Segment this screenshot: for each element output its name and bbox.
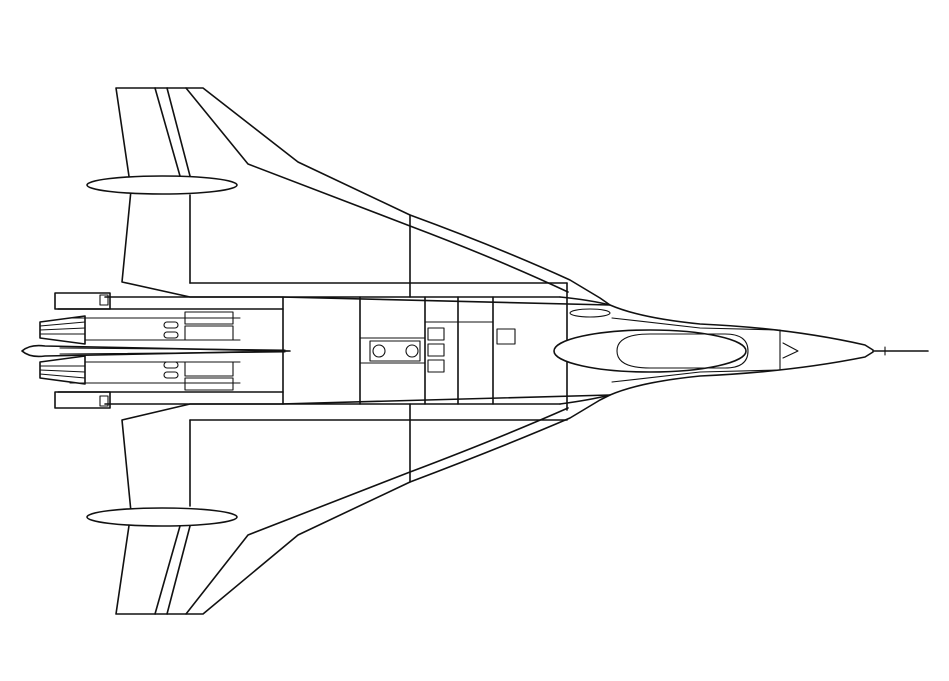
- nose-inner-line-top: [611, 317, 781, 331]
- engine-panel-2: [184, 325, 234, 341]
- upper-wing: [86, 87, 611, 411]
- engine-slot-3: [163, 361, 179, 369]
- nose-tip-marker: [782, 342, 799, 359]
- fuselage: [104, 296, 561, 405]
- lower-rail-tab: [99, 395, 109, 407]
- lower-wing-outline: [115, 394, 611, 615]
- lower-nozzle-petal-2: [39, 369, 86, 373]
- panel-dial-frame: [369, 340, 421, 362]
- canopy-outer: [553, 329, 747, 373]
- canopy-frame: [616, 333, 749, 369]
- lower-wing-pod: [86, 507, 238, 527]
- tail-cone: [21, 344, 291, 358]
- upper-wing-outline: [115, 87, 611, 306]
- panel-square-2: [427, 343, 445, 357]
- lower-wing-leading-edge-band: [185, 407, 569, 615]
- nose-section: [553, 296, 929, 405]
- nose-vent: [569, 308, 611, 318]
- lower-nozzle-petal-3: [39, 373, 86, 379]
- tail-centerline-bottom: [59, 351, 286, 355]
- lower-exhaust-nozzle: [39, 355, 86, 385]
- upper-wing-fold-line-1: [154, 87, 181, 177]
- panel-square-4: [496, 328, 516, 345]
- nose-inner-line-bottom: [611, 369, 781, 383]
- lower-wing-fold-line-2: [166, 525, 191, 615]
- engine-slot-4: [163, 371, 179, 379]
- panel-square-3: [427, 359, 445, 373]
- panel-dial-2: [405, 344, 419, 358]
- engine-panel-3: [184, 361, 234, 377]
- engine-panel-4: [184, 377, 234, 391]
- upper-nozzle-petal-2: [39, 327, 86, 331]
- upper-wing-fold-line-2: [166, 87, 191, 177]
- forward-fuselage-upper: [559, 296, 874, 351]
- forward-fuselage-lower: [559, 351, 874, 405]
- engine-panel-1: [184, 311, 234, 325]
- upper-wing-pod: [86, 175, 238, 195]
- tail-centerline-top: [59, 347, 286, 351]
- panel-square-1: [427, 327, 445, 341]
- upper-exhaust-nozzle: [39, 315, 86, 345]
- engine-slot-1: [163, 321, 179, 329]
- lower-wing: [86, 394, 611, 615]
- upper-nozzle-petal-1: [39, 321, 86, 327]
- lower-wing-fold-line-1: [154, 525, 181, 615]
- panel-dial-1: [372, 344, 386, 358]
- engine-slot-2: [163, 331, 179, 339]
- upper-rail-tab: [99, 294, 109, 306]
- engine-section: [21, 292, 291, 409]
